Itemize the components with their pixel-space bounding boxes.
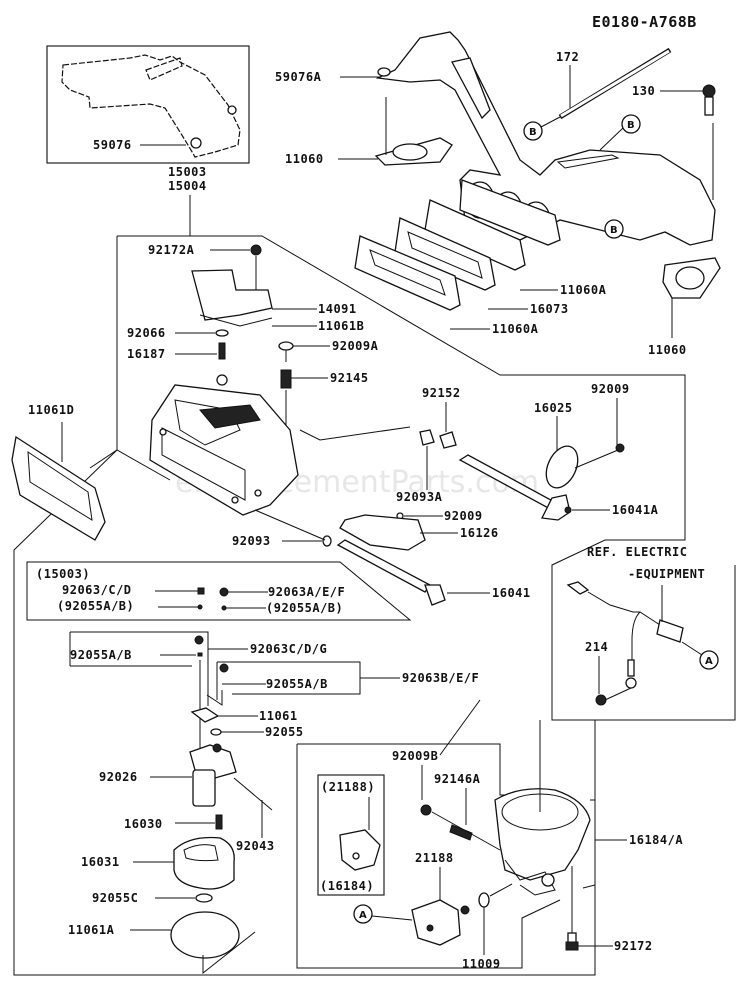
part-label-92152: 92152 <box>422 386 461 400</box>
part-label-11060-right: 11060 <box>648 343 687 357</box>
part-label-16041: 16041 <box>492 586 531 600</box>
part-label-92055C: 92055C <box>92 891 138 905</box>
part-label-92146A: 92146A <box>434 772 481 786</box>
part-label-92009-2: 92009 <box>444 509 483 523</box>
part-label-92055: 92055 <box>265 725 304 739</box>
part-label-92055AB-1: (92055A/B) <box>57 599 134 613</box>
part-label-92093: 92093 <box>232 534 271 548</box>
part-label-11060A-1: 11060A <box>560 283 607 297</box>
svg-text:A: A <box>359 910 367 921</box>
part-label-16041A: 16041A <box>612 503 659 517</box>
part-label-92063AEF: 92063A/E/F <box>268 585 345 599</box>
part-label-11009: 11009 <box>462 957 501 971</box>
callout-b-2: B <box>621 114 641 134</box>
part-label-59076A: 59076A <box>275 70 322 84</box>
reference-code: E0180-A768B <box>592 13 697 31</box>
part-label-92043: 92043 <box>236 839 275 853</box>
part-label-92009A: 92009A <box>332 339 379 353</box>
float-bowl-16184A <box>494 788 591 896</box>
svg-text:B: B <box>627 120 635 131</box>
part-label-92055AB-4: 92055A/B <box>266 677 328 691</box>
part-label-92063CDG: 92063C/D/G <box>250 642 327 656</box>
electric-ref-line2: -EQUIPMENT <box>628 567 705 581</box>
part-label-16126: 16126 <box>460 526 499 540</box>
part-label-92172A: 92172A <box>148 243 195 257</box>
part-label-16030: 16030 <box>124 817 163 831</box>
plate-16126 <box>339 514 426 551</box>
part-label-92009B: 92009B <box>392 749 438 763</box>
part-label-16184A: 16184/A <box>629 833 683 847</box>
part-label-59076: 59076 <box>93 138 132 152</box>
electric-ref-line1: REF. ELECTRIC <box>587 545 687 559</box>
part-label-15003: 15003 <box>168 165 207 179</box>
svg-text:B: B <box>610 225 618 236</box>
part-label-92093A: 92093A <box>396 490 443 504</box>
gasket-11061D <box>11 435 106 541</box>
part-label-92063BEF: 92063B/E/F <box>402 671 479 685</box>
part-label-16073: 16073 <box>530 302 569 316</box>
air-duct-inset <box>46 45 250 164</box>
part-label-16187: 16187 <box>127 347 166 361</box>
callout-a-electric: A <box>699 650 719 670</box>
part-label-21188: 21188 <box>415 851 454 865</box>
part-label-172: 172 <box>556 50 579 64</box>
callout-b-1: B <box>523 121 543 141</box>
gasket-stack <box>354 179 561 311</box>
part-label-92066: 92066 <box>127 326 166 340</box>
part-label-11061: 11061 <box>259 709 298 723</box>
fuel-valve-92026 <box>189 743 237 807</box>
part-label-11061B: 11061B <box>318 319 364 333</box>
part-label-92009-1: 92009 <box>591 382 630 396</box>
part-label-16031: 16031 <box>81 855 120 869</box>
part-label-92026: 92026 <box>99 770 138 784</box>
part-label-11061A: 11061A <box>68 923 115 937</box>
part-label-16025: 16025 <box>534 401 573 415</box>
part-label-92172: 92172 <box>614 939 653 953</box>
cover-14091 <box>191 269 273 321</box>
part-label-92055AB-3: 92055A/B <box>70 648 132 662</box>
part-label-130: 130 <box>632 84 655 98</box>
part-label-11060A-2: 11060A <box>492 322 539 336</box>
part-label-92055AB-2: (92055A/B) <box>266 601 343 615</box>
svg-text:B: B <box>529 127 537 138</box>
callout-b-3: B <box>604 219 624 239</box>
part-label-214: 214 <box>585 640 608 654</box>
callout-a-solenoid: A <box>353 904 373 924</box>
part-label-92145: 92145 <box>330 371 369 385</box>
part-label-92063CD: 92063/C/D <box>62 583 132 597</box>
part-label-14091: 14091 <box>318 302 357 316</box>
carburetor-body <box>149 374 299 516</box>
part-label-11061D: 11061D <box>28 403 74 417</box>
svg-text:A: A <box>705 656 713 667</box>
subassembly-note: (15003) <box>36 567 90 581</box>
part-label-16184-paren: (16184) <box>320 879 374 893</box>
float-16031 <box>173 836 235 890</box>
part-label-15004: 15004 <box>168 179 207 193</box>
part-label-11060-top: 11060 <box>285 152 324 166</box>
part-label-21188-paren: (21188) <box>321 780 375 794</box>
